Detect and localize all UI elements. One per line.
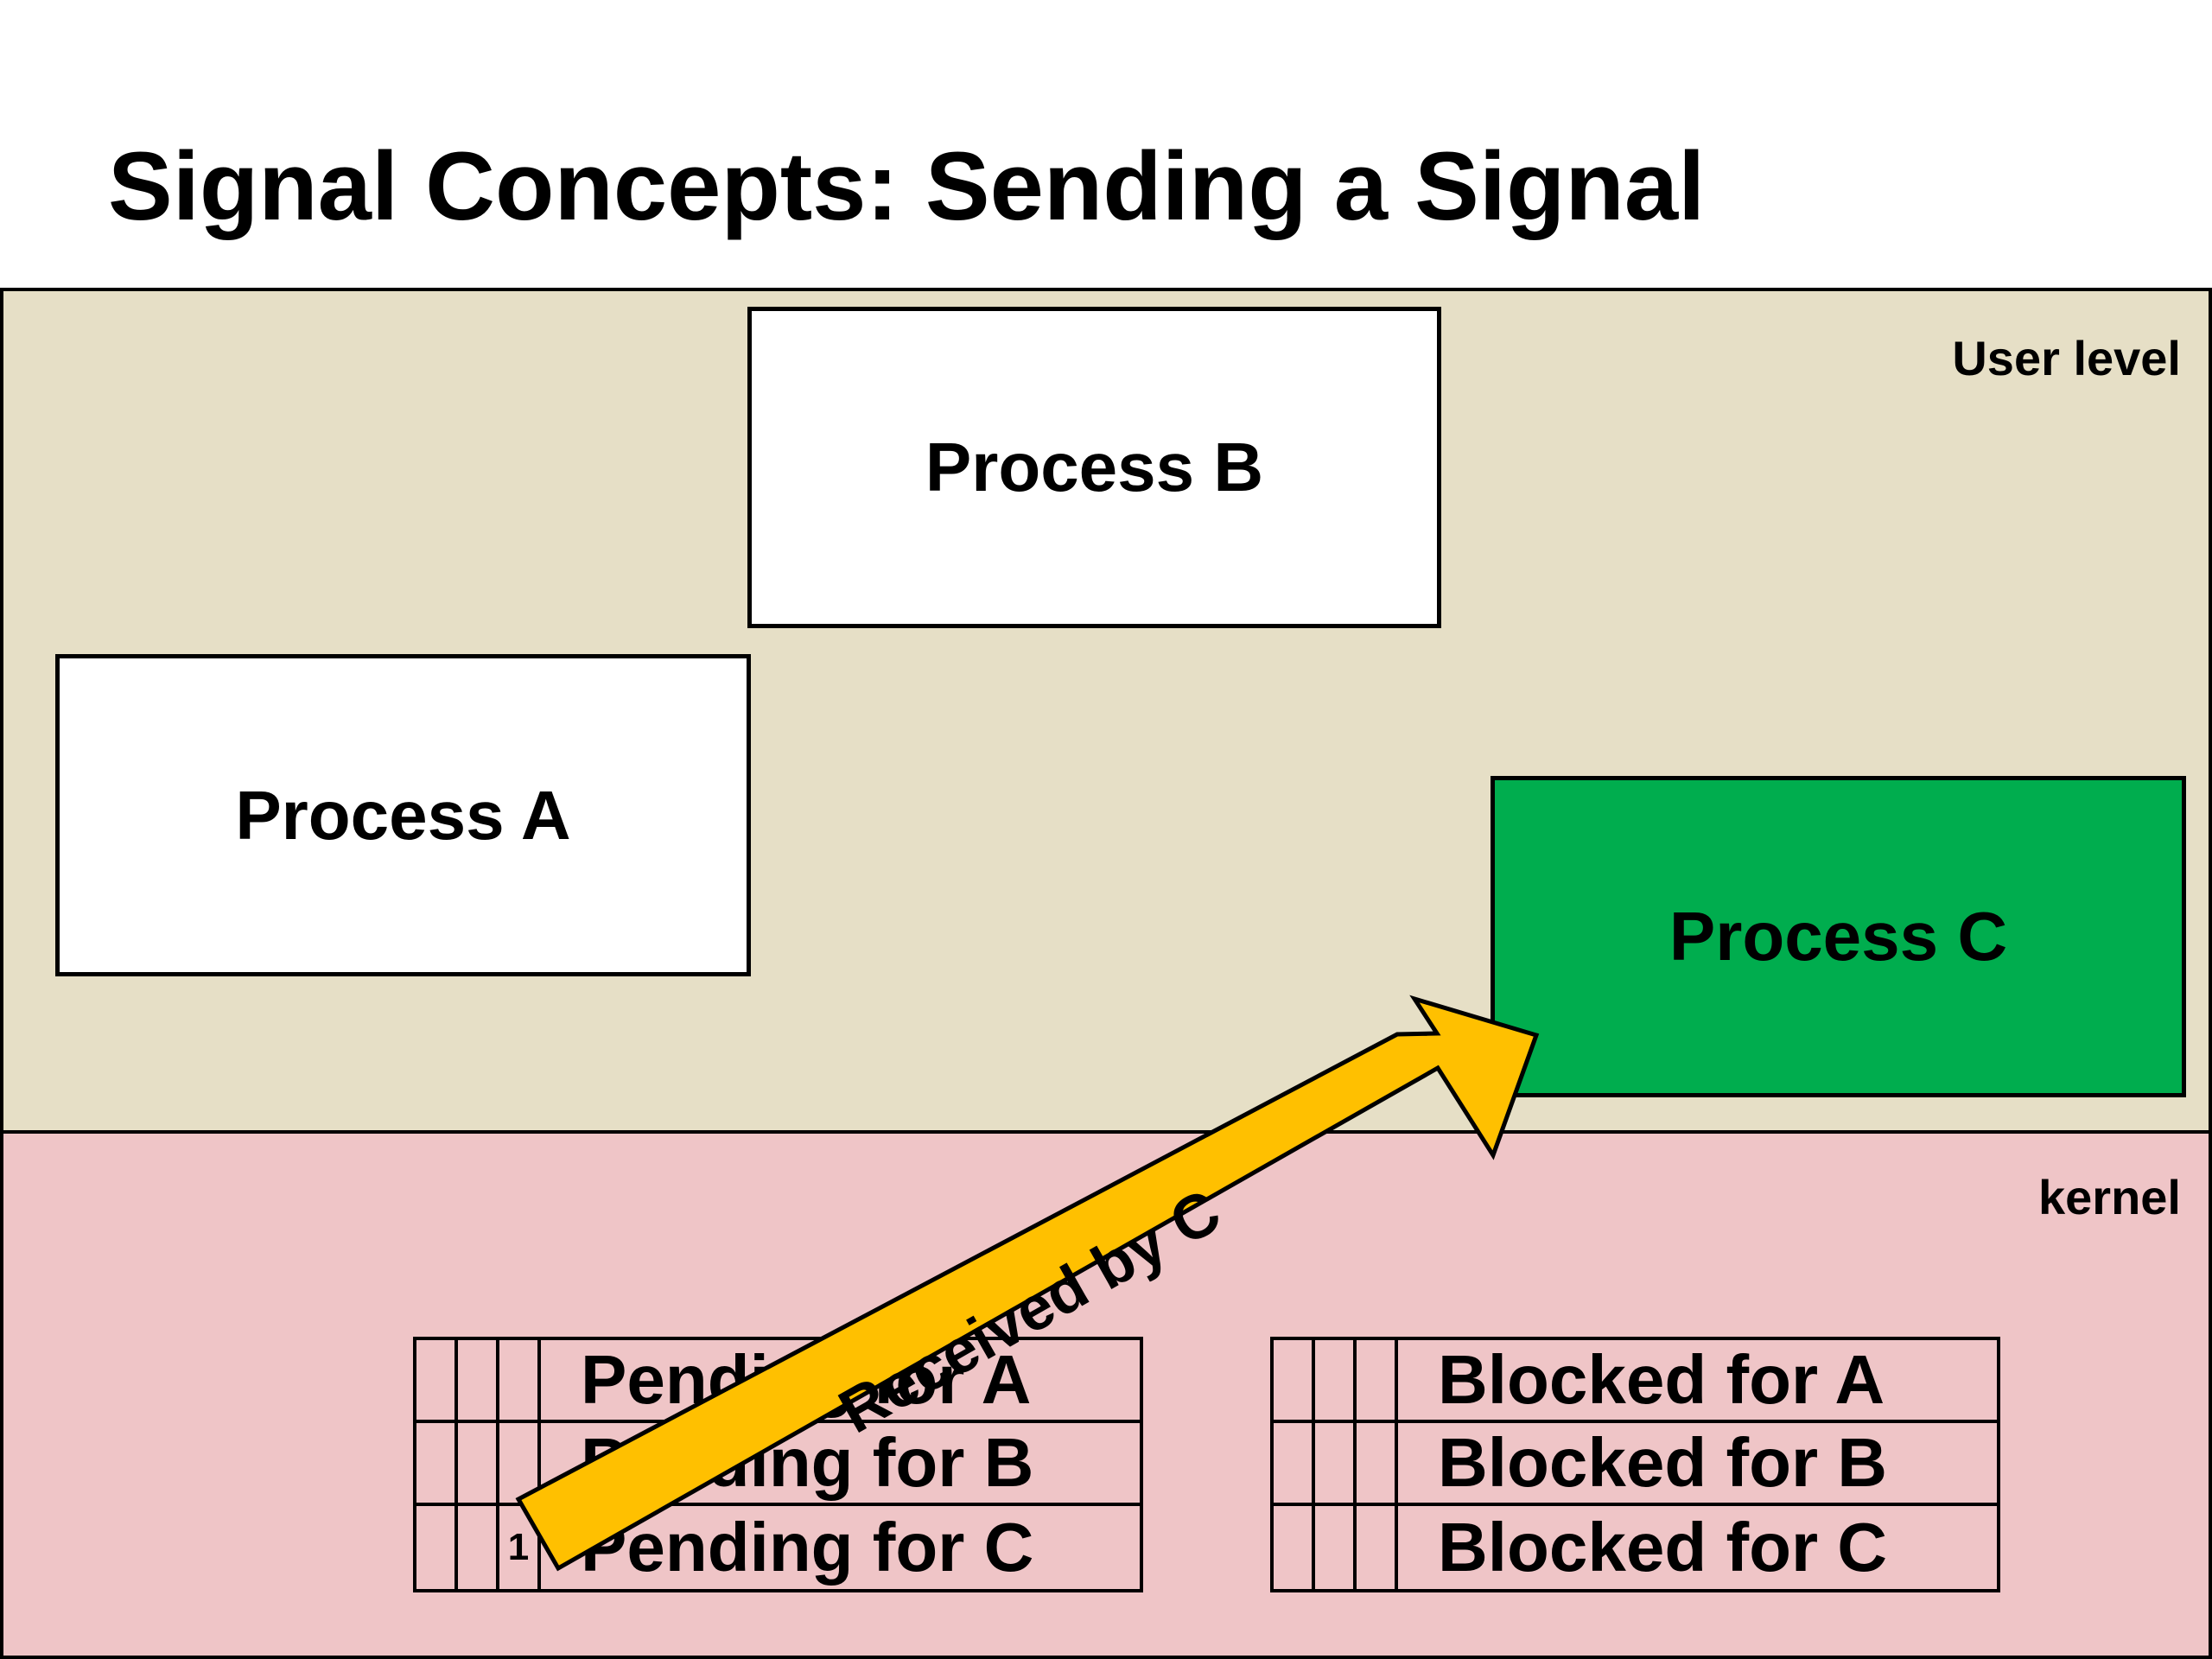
blocked-label-b: Blocked for B	[1438, 1424, 1888, 1501]
bit-cell	[1315, 1423, 1357, 1503]
bit-cell	[1274, 1340, 1315, 1420]
process-a-box: Process A	[55, 654, 751, 976]
table-row: Blocked for B	[1274, 1423, 1997, 1506]
pending-label-b: Pending for B	[581, 1424, 1034, 1501]
bit-cell	[1357, 1423, 1398, 1503]
bit-cell	[458, 1506, 499, 1589]
kernel-label: kernel	[2038, 1170, 2181, 1224]
bit-cell	[499, 1423, 541, 1503]
bit-cell	[1357, 1506, 1398, 1589]
bit-cell	[1274, 1423, 1315, 1503]
blocked-label-c: Blocked for C	[1438, 1509, 1888, 1586]
slide-title: Signal Concepts: Sending a Signal	[108, 132, 1706, 240]
bit-cell	[1315, 1506, 1357, 1589]
bit-cell	[416, 1423, 458, 1503]
user-level-label: User level	[1952, 331, 2181, 385]
table-row: 1 Pending for C	[416, 1506, 1140, 1589]
bit-cell	[458, 1423, 499, 1503]
blocked-bit-vector-table: Blocked for A Blocked for B Blocked for …	[1270, 1337, 2000, 1592]
pending-bit-c: 1	[499, 1506, 541, 1589]
blocked-label-a: Blocked for A	[1438, 1341, 1885, 1418]
pending-label-c: Pending for C	[581, 1509, 1034, 1586]
table-row: Pending for B	[416, 1423, 1140, 1506]
bit-cell	[1274, 1506, 1315, 1589]
bit-cell	[458, 1340, 499, 1420]
table-row: Blocked for A	[1274, 1340, 1997, 1423]
bit-cell	[1315, 1340, 1357, 1420]
process-c-label: Process C	[1669, 898, 2008, 975]
table-row: Blocked for C	[1274, 1506, 1997, 1589]
process-a-label: Process A	[235, 776, 571, 854]
table-row: Pending for A	[416, 1340, 1140, 1423]
bit-cell	[1357, 1340, 1398, 1420]
bit-cell	[416, 1340, 458, 1420]
bit-cell	[416, 1506, 458, 1589]
process-c-box: Process C	[1491, 776, 2186, 1097]
process-b-label: Process B	[925, 429, 1264, 505]
pending-bit-vector-table: Pending for A Pending for B 1 Pending fo…	[413, 1337, 1143, 1592]
process-b-box: Process B	[747, 307, 1441, 628]
bit-cell	[499, 1340, 541, 1420]
